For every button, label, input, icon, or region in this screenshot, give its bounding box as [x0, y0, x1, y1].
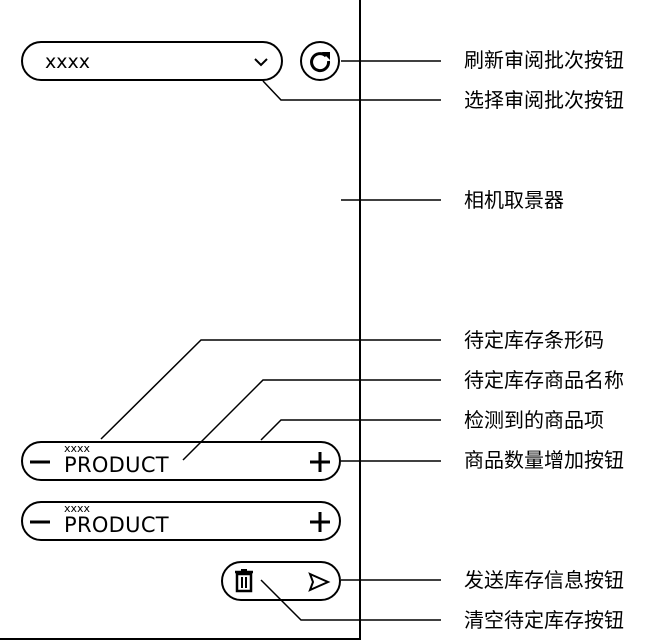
annotation-camera-viewfinder: 相机取景器	[464, 188, 564, 212]
pending-barcode: xxxx	[64, 442, 91, 455]
annotation-refresh-batch-button: 刷新审阅批次按钮	[464, 48, 624, 72]
annotation-send-inventory-button: 发送库存信息按钮	[464, 568, 624, 592]
plus-icon[interactable]	[308, 450, 332, 474]
chevron-down-icon	[254, 58, 268, 67]
refresh-icon	[310, 52, 331, 73]
annotation-clear-pending-button: 清空待定库存按钮	[464, 608, 624, 632]
annotation-quantity-increase-button: 商品数量增加按钮	[464, 448, 624, 472]
batch-select-dropdown[interactable]: xxxx	[21, 41, 283, 81]
minus-icon[interactable]	[28, 450, 52, 474]
minus-icon[interactable]	[28, 510, 52, 534]
pending-product-name: PRODUCT	[64, 453, 169, 477]
pending-product-name: PRODUCT	[64, 513, 169, 537]
detected-product-item[interactable]: xxxx PRODUCT	[21, 441, 341, 481]
annotation-detected-product-item: 检测到的商品项	[464, 408, 604, 432]
pending-barcode: xxxx	[64, 502, 91, 515]
annotation-pending-barcode: 待定库存条形码	[464, 328, 604, 352]
action-button-group	[221, 561, 341, 601]
annotation-select-batch-button: 选择审阅批次按钮	[464, 88, 624, 112]
annotation-pending-product-name: 待定库存商品名称	[464, 368, 624, 392]
plus-icon[interactable]	[308, 510, 332, 534]
refresh-batch-button[interactable]	[300, 41, 340, 81]
send-icon[interactable]	[307, 571, 331, 593]
trash-icon[interactable]	[232, 568, 256, 594]
detected-product-item[interactable]: xxxx PRODUCT	[21, 501, 341, 541]
batch-select-value: xxxx	[45, 51, 90, 73]
phone-screen-frame	[0, 0, 361, 640]
